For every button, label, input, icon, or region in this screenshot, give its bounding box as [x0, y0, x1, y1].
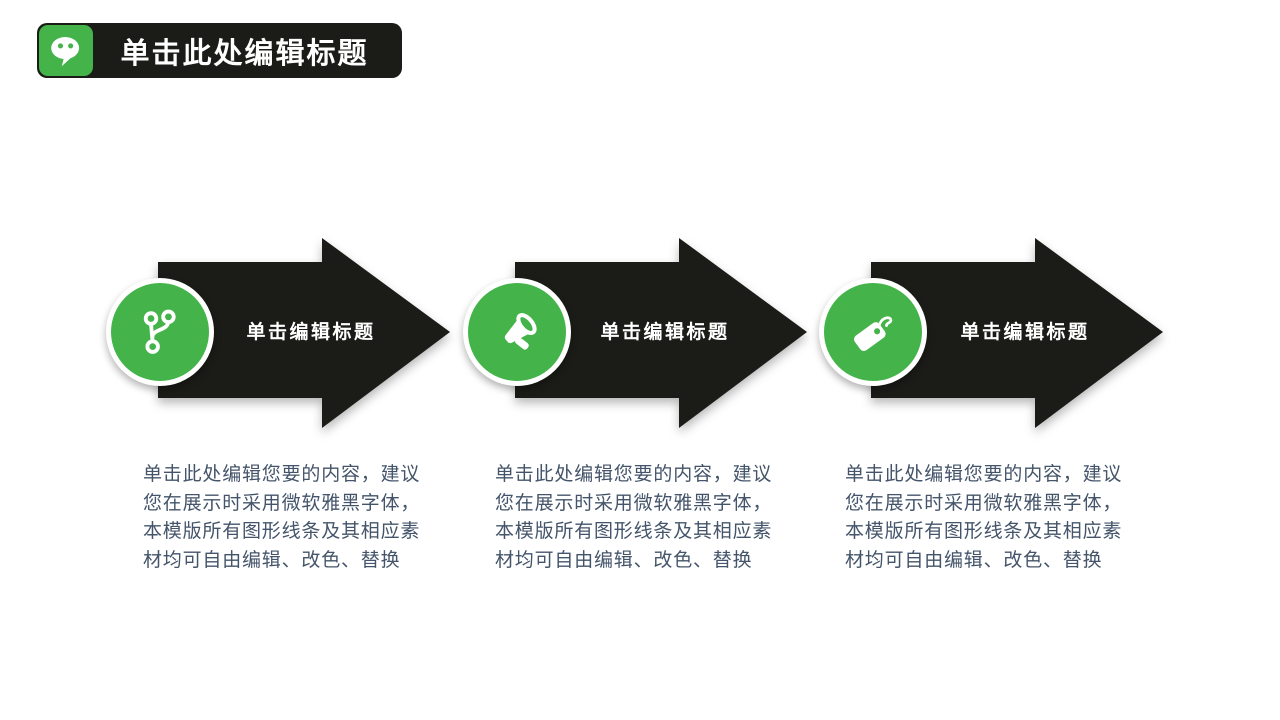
step-body-placeholder[interactable]: 单击此处编辑您要的内容，建议 您在展示时采用微软雅黑字体， 本模版所有图形线条及…	[495, 464, 773, 571]
step-icon-circle	[463, 278, 571, 386]
step-icon-circle	[106, 278, 214, 386]
step-body-placeholder[interactable]: 单击此处编辑您要的内容，建议 您在展示时采用微软雅黑字体， 本模版所有图形线条及…	[143, 464, 421, 571]
step-title-placeholder[interactable]: 单击编辑标题	[960, 322, 1090, 343]
step-title-placeholder[interactable]: 单击编辑标题	[600, 322, 730, 343]
slide-title-placeholder[interactable]: 单击此处编辑标题	[120, 37, 369, 70]
code-fork-icon	[143, 309, 176, 354]
arrow-shape	[158, 238, 450, 428]
megaphone-icon	[504, 313, 537, 350]
step-title-placeholder[interactable]: 单击编辑标题	[246, 322, 376, 343]
arrow-shape	[871, 238, 1163, 428]
title-bar: 单击此处编辑标题	[37, 23, 402, 78]
wechat-bubble-icon	[39, 25, 93, 76]
step-body-placeholder[interactable]: 单击此处编辑您要的内容，建议 您在展示时采用微软雅黑字体， 本模版所有图形线条及…	[845, 464, 1123, 571]
step-icon-circle	[819, 278, 927, 386]
arrow-shape	[515, 238, 807, 428]
price-tag-icon	[854, 316, 893, 351]
